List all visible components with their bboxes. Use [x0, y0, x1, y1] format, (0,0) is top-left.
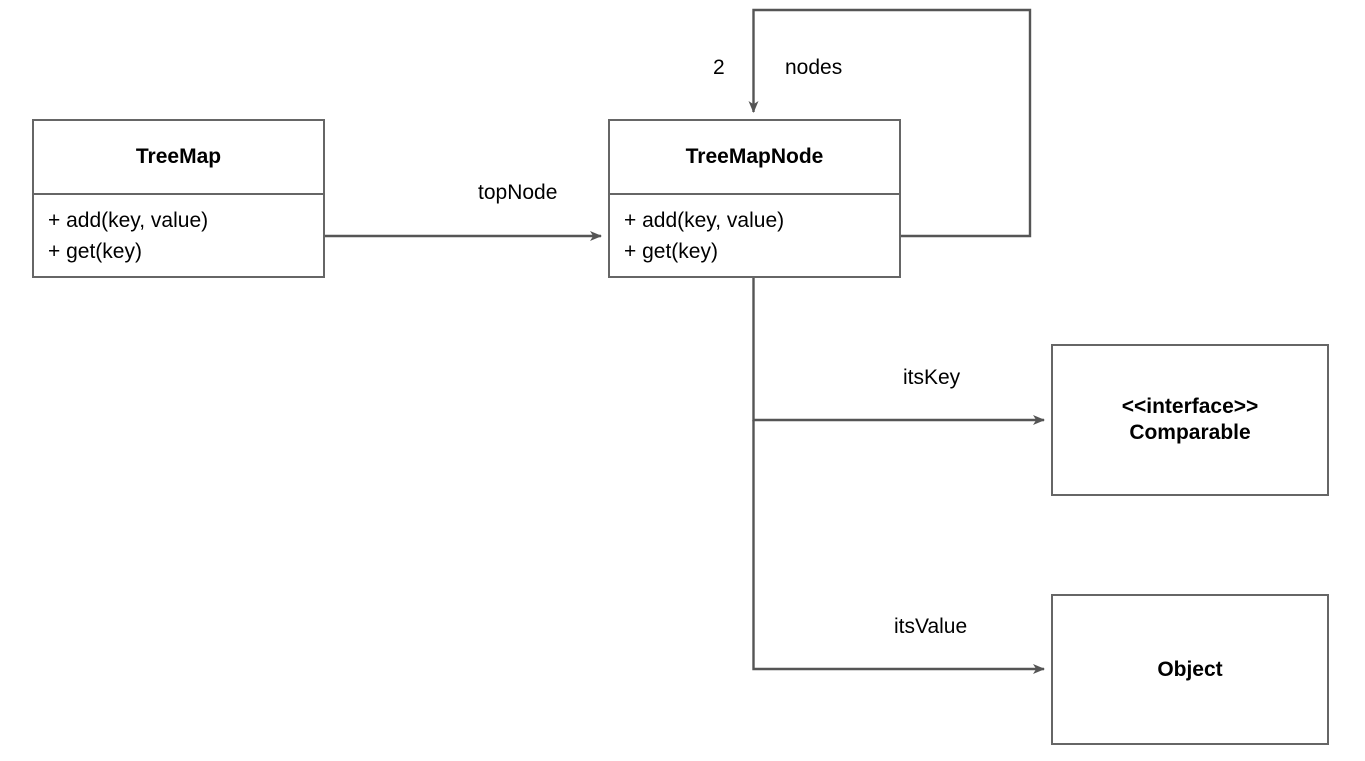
class-box-treemap[interactable]: TreeMap + add(key, value) + get(key): [32, 119, 325, 278]
class-member: + add(key, value): [48, 208, 209, 232]
class-name-comparable: Comparable: [1129, 421, 1251, 444]
class-name-object: Object: [1157, 657, 1223, 681]
class-members-treemapnode: + add(key, value) + get(key): [610, 195, 899, 276]
edge-label-topnode: topNode: [478, 181, 558, 204]
class-stereotype-comparable: <<interface>>: [1121, 395, 1259, 418]
class-title-comparable: <<interface>> Comparable: [1053, 346, 1327, 494]
class-box-treemapnode[interactable]: TreeMapNode + add(key, value) + get(key): [608, 119, 901, 278]
class-title-object: Object: [1053, 596, 1327, 743]
class-box-comparable[interactable]: <<interface>> Comparable: [1051, 344, 1329, 496]
class-members-treemap: + add(key, value) + get(key): [34, 195, 323, 276]
class-member: + add(key, value): [624, 208, 785, 232]
edge-label-nodes: nodes: [785, 56, 843, 79]
class-member: + get(key): [48, 239, 142, 263]
connector-itskey: [752, 278, 1045, 425]
edge-multiplicity-nodes: 2: [713, 56, 725, 79]
class-box-object[interactable]: Object: [1051, 594, 1329, 745]
edge-label-itskey: itsKey: [903, 366, 961, 389]
edge-label-itsvalue: itsValue: [894, 615, 968, 638]
class-title-treemapnode: TreeMapNode: [610, 121, 899, 195]
class-member: + get(key): [624, 239, 718, 263]
class-title-treemap: TreeMap: [34, 121, 323, 195]
